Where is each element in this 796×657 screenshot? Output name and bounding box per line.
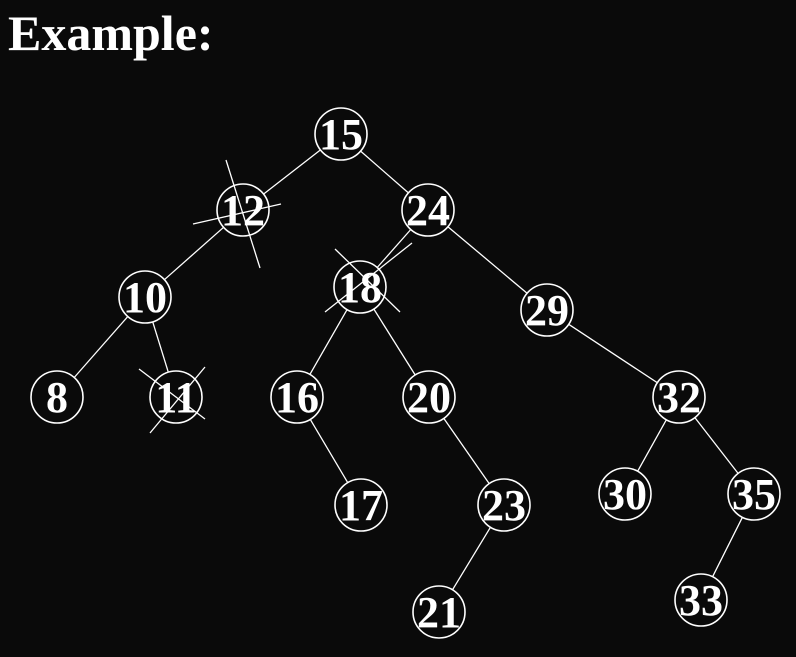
node-circle — [118, 270, 172, 324]
node-circle — [477, 478, 531, 532]
node-circle — [598, 467, 652, 521]
deletion-strike-mark — [334, 248, 401, 313]
node-circle — [149, 370, 203, 424]
node-circle — [333, 260, 387, 314]
node-label: 12 — [221, 186, 265, 235]
tree-node-20: 20 — [402, 370, 456, 424]
tree-node-18: 18 — [324, 242, 413, 314]
edge-12-10 — [163, 226, 225, 281]
node-label: 21 — [417, 588, 461, 637]
node-circle — [270, 370, 324, 424]
deletion-strike-mark — [149, 366, 206, 434]
tree-nodes: 15 12 24 10 18 29 8 11 16 20 32 17 23 30 35 21 33 — [30, 107, 781, 639]
edge-35-33 — [712, 517, 743, 577]
node-circle — [314, 107, 368, 161]
node-label: 24 — [406, 186, 450, 235]
deletion-strike-mark — [324, 242, 413, 313]
node-label: 33 — [679, 576, 723, 625]
node-label: 29 — [525, 286, 569, 335]
edge-32-35 — [694, 417, 739, 474]
edge-29-32 — [568, 323, 658, 384]
edge-23-21 — [451, 526, 492, 591]
edge-16-17 — [309, 419, 349, 483]
node-label: 17 — [339, 481, 383, 530]
tree-node-16: 16 — [270, 370, 324, 424]
tree-node-21: 21 — [412, 585, 466, 639]
node-circle — [727, 467, 781, 521]
tree-node-33: 33 — [674, 573, 728, 627]
node-circle — [30, 370, 84, 424]
tree-node-15: 15 — [314, 107, 368, 161]
node-circle — [520, 283, 574, 337]
tree-node-10: 10 — [118, 270, 172, 324]
tree-node-35: 35 — [727, 467, 781, 521]
edge-15-12 — [263, 149, 321, 195]
deletion-strike-mark — [225, 159, 261, 269]
edge-15-24 — [360, 150, 409, 194]
node-label: 16 — [275, 373, 319, 422]
edge-18-16 — [309, 309, 348, 375]
tree-node-23: 23 — [477, 478, 531, 532]
node-label: 10 — [123, 273, 167, 322]
node-circle — [216, 183, 270, 237]
node-label: 30 — [603, 470, 647, 519]
edge-24-29 — [447, 226, 528, 294]
tree-node-29: 29 — [520, 283, 574, 337]
node-circle — [652, 370, 706, 424]
node-label: 15 — [319, 110, 363, 159]
tree-node-24: 24 — [401, 183, 455, 237]
tree-node-30: 30 — [598, 467, 652, 521]
deletion-strike-mark — [192, 203, 282, 225]
node-circle — [412, 585, 466, 639]
node-circle — [402, 370, 456, 424]
edge-32-30 — [637, 419, 667, 472]
tree-node-8: 8 — [30, 370, 84, 424]
edge-18-20 — [373, 308, 416, 376]
node-label: 8 — [46, 373, 68, 422]
node-label: 20 — [407, 373, 451, 422]
edge-10-8 — [73, 316, 129, 378]
node-circle — [674, 573, 728, 627]
tree-node-32: 32 — [652, 370, 706, 424]
edge-10-11 — [152, 321, 169, 373]
tree-edges — [73, 149, 743, 591]
node-label: 23 — [482, 481, 526, 530]
tree-node-11: 11 — [138, 366, 206, 434]
edge-24-18 — [376, 229, 412, 268]
edge-20-23 — [443, 418, 490, 484]
node-label: 35 — [732, 470, 776, 519]
node-circle — [401, 183, 455, 237]
tree-node-12: 12 — [192, 159, 282, 269]
node-circle — [334, 478, 388, 532]
deletion-strike-mark — [138, 368, 206, 420]
node-label: 32 — [657, 373, 701, 422]
slide-title: Example: — [8, 5, 214, 61]
tree-node-17: 17 — [334, 478, 388, 532]
